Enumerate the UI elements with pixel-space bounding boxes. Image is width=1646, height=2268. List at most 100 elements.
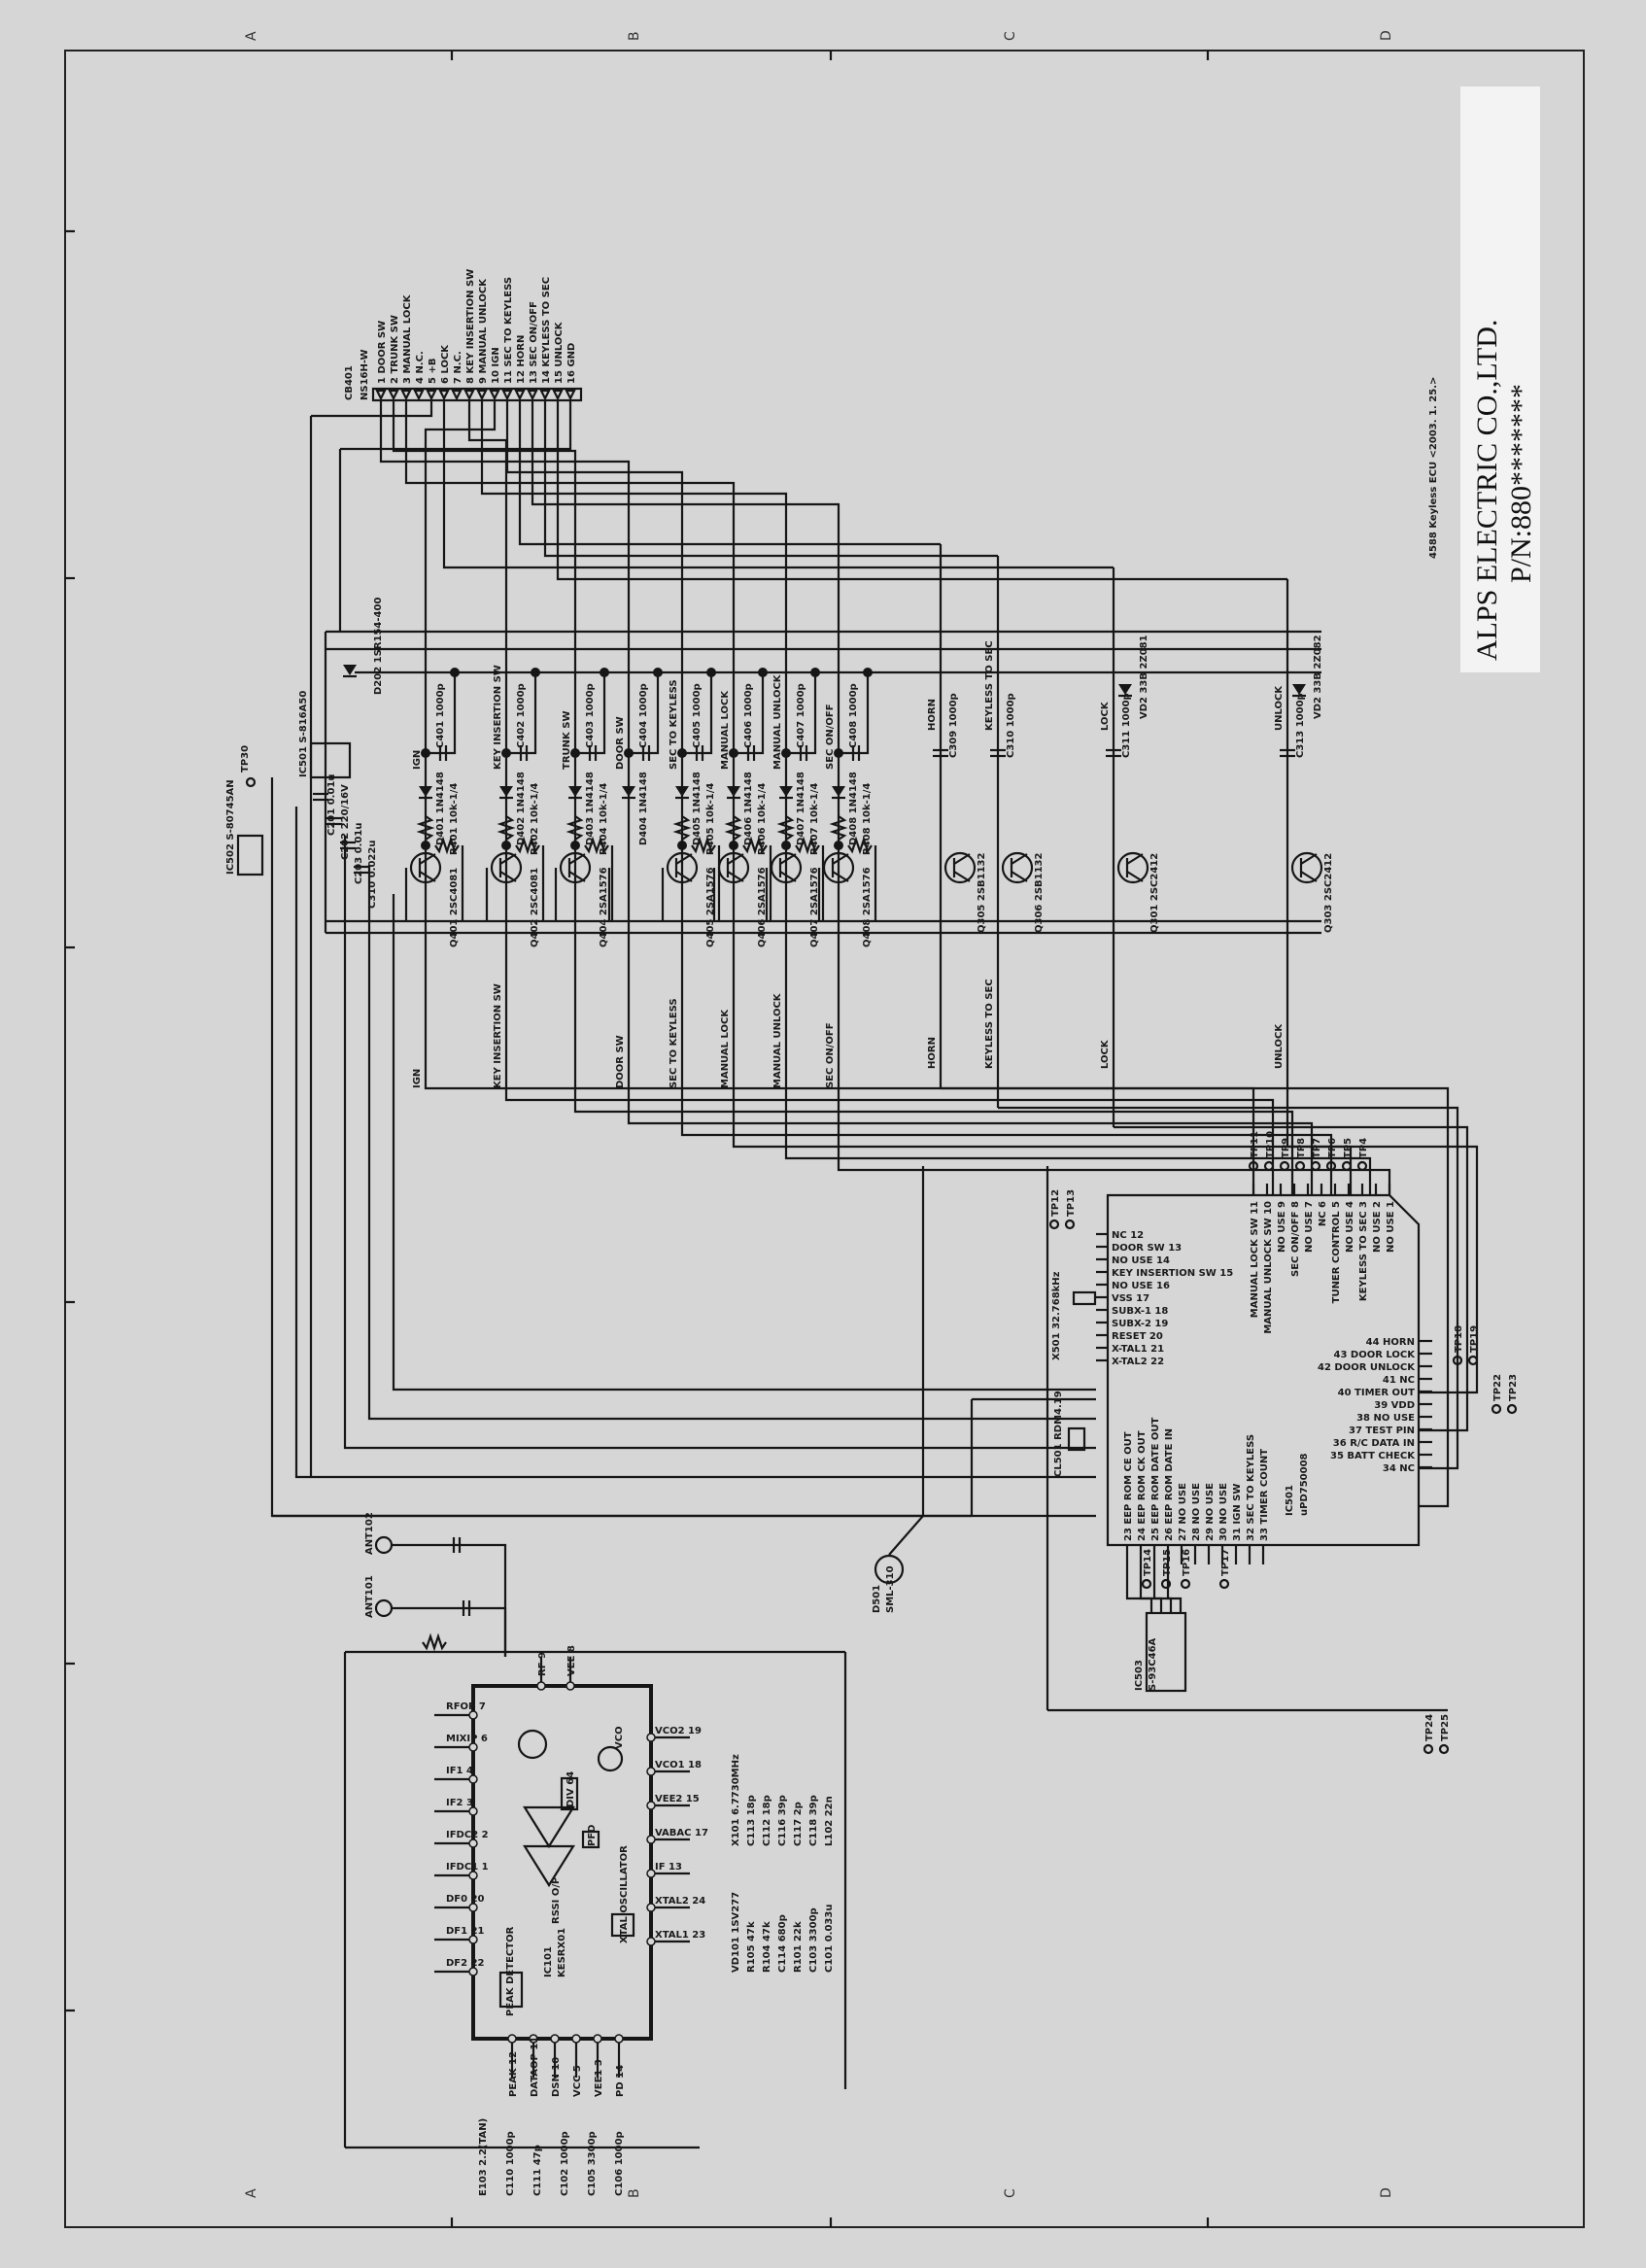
- harness-wire: [505, 400, 684, 498]
- rf-part-label: C113 18p: [746, 1795, 757, 1846]
- junction-dot: [834, 748, 843, 758]
- rf-pin-label: PEAK 12: [508, 2051, 519, 2097]
- diode-symbol: [675, 786, 689, 797]
- filter-cap-wire: [506, 672, 537, 755]
- sheet-border: [64, 50, 1585, 2228]
- junction-dot: [834, 841, 843, 850]
- resistor-symbol: [776, 815, 796, 841]
- mcu-pin-label: 28 NO USE: [1191, 1483, 1202, 1541]
- harness-wire: [424, 400, 497, 439]
- input-top-label: MANUAL LOCK: [720, 690, 731, 770]
- rf-part-label: E103 2.2(TAN): [478, 2118, 489, 2196]
- vco-block: [597, 1745, 624, 1772]
- rf-pin: [468, 1774, 478, 1784]
- rf-pin: [646, 1835, 656, 1844]
- junction-dot: [624, 748, 634, 758]
- input-signal-label: SEC ON/OFF: [825, 1022, 836, 1088]
- mcu-pin-label: NO USE 7: [1304, 1201, 1315, 1253]
- resistor-symbol: [672, 815, 692, 841]
- test-point-label: TP22: [1492, 1374, 1503, 1401]
- rf-block-label: VCO: [614, 1726, 625, 1749]
- mcu-output-wire: [998, 1106, 1459, 1470]
- junction-dot: [729, 841, 738, 850]
- rf-part-label: C117 2p: [793, 1802, 804, 1846]
- mcu-left-wire: [294, 807, 1096, 1479]
- input-transistor-label: Q405 2SA1576: [705, 867, 716, 947]
- rf-pin: [468, 1742, 478, 1752]
- output-transistor-label: Q306 2SB1132: [1034, 852, 1045, 933]
- output-top-label: KEYLESS TO SEC: [984, 640, 995, 731]
- wire: [568, 871, 586, 882]
- test-point: [1506, 1403, 1518, 1415]
- connector-pin-label: 4 N.C.: [415, 351, 426, 384]
- mcu-signal-wire: [784, 962, 1372, 1195]
- mcu-pin-label: X-TAL2 22: [1112, 1357, 1164, 1367]
- input-transistor: [770, 851, 803, 884]
- test-point-label: TP17: [1220, 1549, 1231, 1576]
- wire: [779, 871, 797, 882]
- junction-dot: [729, 748, 738, 758]
- output-bottom-label: HORN: [927, 1037, 938, 1069]
- connector-pin-label: 9 MANUAL UNLOCK: [478, 278, 489, 384]
- input-resistor-label: R408 10k-1/4: [862, 783, 873, 855]
- rf-block-label: DIV 64: [566, 1771, 576, 1807]
- connector-pin: [426, 389, 437, 401]
- mcu-pin-label: 26 EEP ROM DATE IN: [1164, 1428, 1175, 1541]
- rf-pin: [468, 1710, 478, 1720]
- power-cap-label: C310 0.022u: [367, 841, 378, 909]
- diode-symbol: [419, 786, 432, 797]
- filter-cap-wire: [682, 672, 713, 755]
- rf-pin: [550, 2034, 560, 2044]
- rf-pin-label: XTAL2 24: [655, 1896, 705, 1907]
- diode-symbol: [779, 786, 793, 797]
- amplifier-symbol: [523, 1844, 575, 1888]
- rf-pin-label: VCO2 19: [655, 1726, 702, 1736]
- mcu-pin-label: NO USE 16: [1112, 1281, 1170, 1291]
- input-cap-label: C403 1000p: [585, 683, 596, 748]
- mcu-pin-label: 33 TIMER COUNT: [1259, 1449, 1270, 1541]
- eeprom-ref: IC503: [1134, 1660, 1145, 1691]
- diode-symbol: [1118, 684, 1132, 695]
- pfd-block: [581, 1830, 600, 1849]
- filter-cap-wire: [734, 672, 765, 755]
- rf-pin-label: VCC 5: [572, 2065, 583, 2097]
- test-point: [1263, 1160, 1275, 1172]
- output-diode-label: VD2 33B 2Z081: [1139, 635, 1149, 719]
- part-number: P/N:880*******: [1505, 384, 1537, 583]
- rf-pin: [571, 2034, 581, 2044]
- junction-dot: [421, 748, 430, 758]
- rf-pin: [468, 1967, 478, 1976]
- rf-pin: [529, 2034, 538, 2044]
- test-point-label: TP8: [1296, 1138, 1307, 1158]
- rf-part-label: C101 0.033u: [824, 1905, 835, 1973]
- rf-pin-label: RF 9: [537, 1652, 548, 1676]
- crystal-x501: [1072, 1290, 1097, 1306]
- connector-pin: [375, 389, 387, 401]
- test-point: [1248, 1160, 1259, 1172]
- peak-detector-block: [498, 1971, 524, 2009]
- filter-cap-wire: [839, 672, 870, 755]
- mcu-pin-label: 27 NO USE: [1178, 1483, 1188, 1541]
- input-transistor: [409, 851, 442, 884]
- mcu-pin-label: 23 EEP ROM CE OUT: [1123, 1431, 1134, 1541]
- harness-wire: [556, 400, 1287, 581]
- test-point-label: TP24: [1424, 1714, 1435, 1741]
- rf-part-label: C114 680p: [777, 1914, 788, 1973]
- connector-pin: [527, 389, 538, 401]
- eeprom-ic503: [1145, 1611, 1187, 1693]
- grid-letter-bottom: D: [1379, 2187, 1394, 2198]
- mcu-pin-label: RESET 20: [1112, 1331, 1163, 1342]
- harness-wire: [480, 400, 788, 527]
- junction-dot: [501, 748, 511, 758]
- connector-pin-label: 1 DOOR SW: [377, 321, 388, 384]
- rf-pin-label: VEE 8: [566, 1645, 577, 1676]
- output-transistor: [1290, 851, 1323, 884]
- input-top-label: TRUNK SW: [562, 711, 572, 770]
- rf-pin-label: VEE2 15: [655, 1794, 700, 1804]
- resistor-symbol: [416, 815, 435, 841]
- mixer-symbol: [517, 1729, 548, 1760]
- power-wire: [311, 400, 433, 418]
- test-point: [1310, 1160, 1321, 1172]
- grid-letter-top: A: [244, 31, 259, 41]
- rf-pin-label: IFDC1 1: [446, 1862, 489, 1873]
